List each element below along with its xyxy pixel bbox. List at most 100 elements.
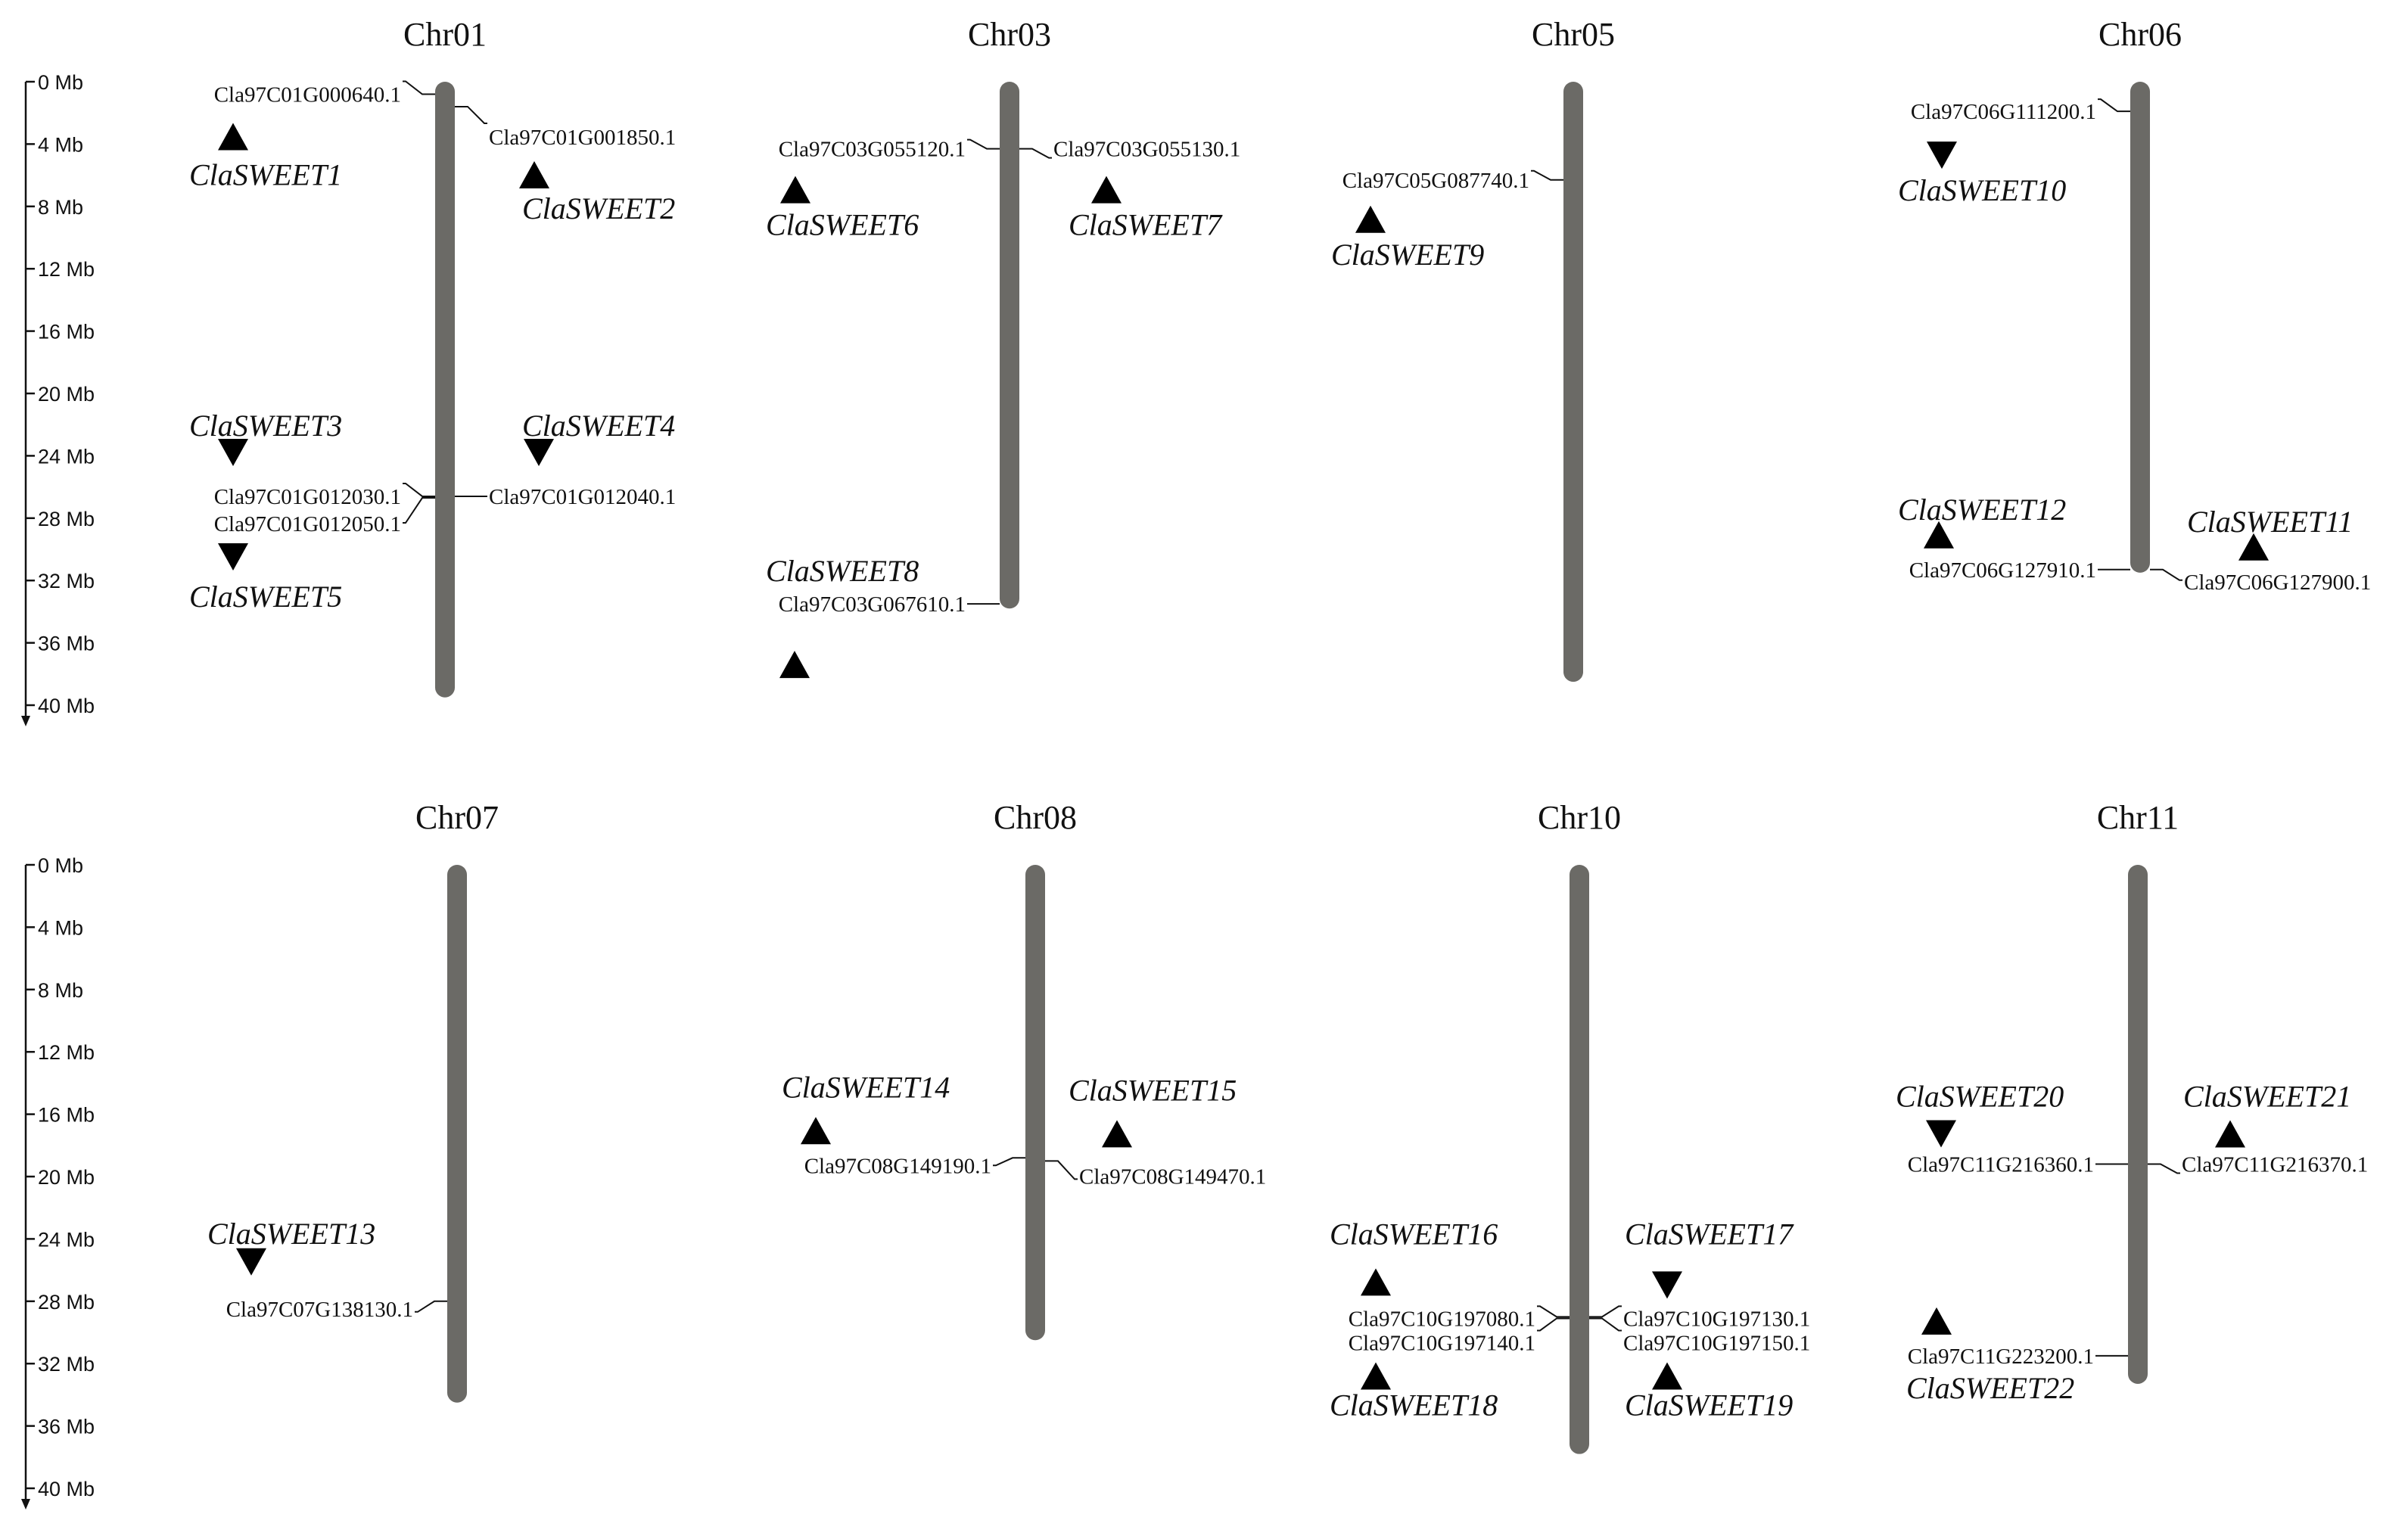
- scale-tick-label: 0 Mb: [38, 854, 83, 877]
- triangle-down-icon: [1652, 1271, 1682, 1299]
- gene-connector-line: [1019, 148, 1052, 159]
- gene-id-label: Cla97C07G138130.1: [226, 1298, 413, 1322]
- triangle-up-icon: [779, 651, 810, 679]
- scale-tick-label: 4 Mb: [38, 916, 83, 939]
- gene-connector-line: [1045, 1160, 1078, 1180]
- triangle-down-icon: [524, 438, 554, 466]
- gene-name-label: ClaSWEET14: [782, 1070, 950, 1104]
- chromosome-chr10: Chr10: [1538, 799, 1621, 1454]
- chromosome-bar: [2128, 865, 2148, 1384]
- triangle-down-icon: [236, 1248, 266, 1276]
- gene-name-label: ClaSWEET12: [1898, 493, 2066, 527]
- triangle-up-icon: [1361, 1362, 1391, 1390]
- scale-tick-label: 16 Mb: [38, 1104, 95, 1127]
- gene-marker: Cla97C06G127900.1 ClaSWEET11: [2150, 505, 2371, 595]
- triangle-down-icon: [1927, 141, 1957, 169]
- scale-tick-label: 36 Mb: [38, 1416, 95, 1438]
- gene-connector-line: [967, 138, 1000, 150]
- scale-tick-label: 24 Mb: [38, 445, 95, 468]
- gene-id-label: Cla97C01G012050.1: [214, 512, 401, 536]
- gene-connector-line: [1531, 169, 1563, 181]
- gene-id-label: Cla97C10G197140.1: [1349, 1331, 1535, 1355]
- triangle-down-icon: [1926, 1120, 1956, 1148]
- gene-id-label: Cla97C10G197150.1: [1623, 1331, 1810, 1355]
- triangle-up-icon: [780, 176, 810, 204]
- triangle-down-icon: [218, 438, 248, 466]
- chromosome-chr05: Chr05: [1532, 16, 1615, 682]
- chromosome-bar: [435, 82, 455, 698]
- chromosome-chr03: Chr03: [968, 16, 1051, 609]
- gene-name-label: ClaSWEET4: [522, 409, 675, 443]
- scale-tick-label: 8 Mb: [38, 979, 83, 1002]
- gene-id-label: Cla97C03G067610.1: [779, 592, 966, 617]
- gene-name-label: ClaSWEET10: [1898, 173, 2066, 207]
- chromosome-chr01: Chr01: [403, 16, 487, 698]
- triangle-up-icon: [1921, 1307, 1952, 1335]
- gene-name-label: ClaSWEET6: [766, 208, 919, 242]
- chromosome-title: Chr07: [415, 799, 499, 836]
- triangle-up-icon: [2238, 533, 2269, 561]
- gene-name-label: ClaSWEET18: [1330, 1388, 1498, 1422]
- gene-name-label: ClaSWEET1: [189, 157, 342, 191]
- gene-name-label: ClaSWEET5: [189, 580, 342, 614]
- gene-id-label: Cla97C06G127910.1: [1909, 558, 2096, 583]
- chromosome-chr08: Chr08: [994, 799, 1077, 1341]
- gene-id-label: Cla97C01G012030.1: [214, 485, 401, 509]
- gene-id-label: Cla97C11G216360.1: [1908, 1153, 2094, 1177]
- scale-tick-label: 36 Mb: [38, 633, 95, 655]
- gene-connector-line: [1589, 1305, 1622, 1318]
- chromosome-title: Chr03: [968, 16, 1051, 53]
- gene-name-label: ClaSWEET3: [189, 409, 342, 443]
- triangle-up-icon: [1102, 1120, 1132, 1148]
- gene-connector-line: [993, 1157, 1025, 1167]
- gene-marker: Cla97C06G127910.1 ClaSWEET12: [1898, 493, 2130, 583]
- gene-connector-line: [2150, 568, 2182, 581]
- gene-name-label: ClaSWEET11: [2187, 505, 2353, 539]
- scale-tick-label: 28 Mb: [38, 508, 95, 530]
- scale-arrow-icon: [21, 716, 30, 726]
- gene-id-label: Cla97C06G127900.1: [2184, 571, 2371, 595]
- gene-id-label: Cla97C03G055130.1: [1053, 138, 1240, 162]
- gene-name-label: ClaSWEET20: [1896, 1080, 2064, 1114]
- gene-name-label: ClaSWEET7: [1069, 208, 1223, 242]
- gene-name-label: ClaSWEET21: [2183, 1080, 2351, 1114]
- chromosome-title: Chr06: [2098, 16, 2182, 53]
- scale-tick-label: 0 Mb: [38, 71, 83, 94]
- gene-id-label: Cla97C01G000640.1: [214, 82, 401, 107]
- scale-tick-label: 20 Mb: [38, 383, 95, 406]
- chromosome-title: Chr11: [2097, 799, 2179, 836]
- chromosome-chr06: Chr06: [2098, 16, 2182, 573]
- gene-connector-line: [403, 497, 435, 524]
- gene-connector-line: [2098, 98, 2130, 113]
- scale-tick-label: 28 Mb: [38, 1291, 95, 1314]
- triangle-up-icon: [218, 123, 248, 151]
- scale-tick-label: 40 Mb: [38, 695, 95, 717]
- gene-name-label: ClaSWEET17: [1625, 1217, 1794, 1251]
- triangle-up-icon: [1924, 521, 1954, 549]
- scale-arrow-icon: [21, 1499, 30, 1509]
- triangle-up-icon: [801, 1117, 831, 1145]
- gene-id-label: Cla97C01G001850.1: [489, 126, 676, 150]
- gene-marker: Cla97C11G216360.1 ClaSWEET20: [1896, 1080, 2128, 1177]
- gene-connector-line: [455, 105, 487, 124]
- chromosome-bar: [1025, 865, 1045, 1341]
- gene-connector-line: [415, 1300, 447, 1313]
- triangle-down-icon: [218, 543, 248, 571]
- chromosome-title: Chr01: [403, 16, 487, 53]
- triangle-up-icon: [1091, 176, 1122, 204]
- chromosome-bar: [1000, 82, 1019, 609]
- gene-name-label: ClaSWEET22: [1906, 1371, 2074, 1405]
